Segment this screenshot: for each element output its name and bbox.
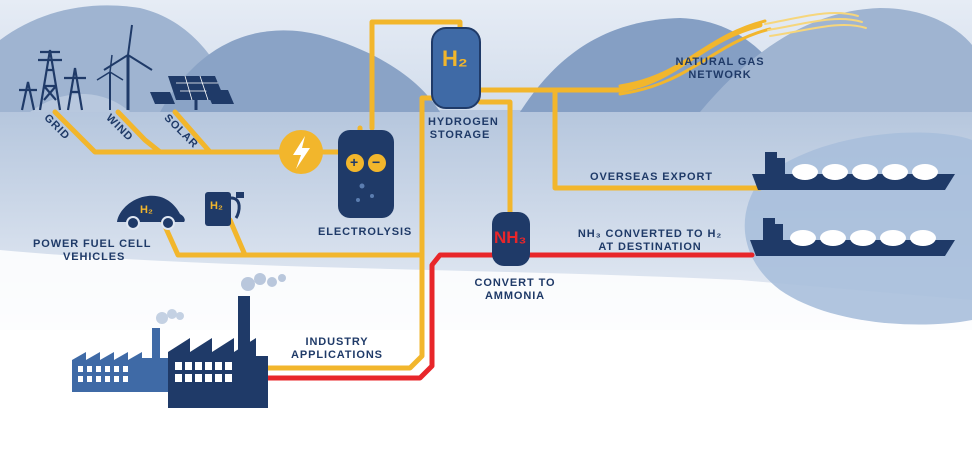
label-industry-applications: INDUSTRY APPLICATIONS	[291, 336, 383, 361]
label-hydrogen-storage: HYDROGEN STORAGE	[428, 116, 499, 141]
fuel-cell-car	[117, 195, 185, 230]
power-hub	[279, 130, 323, 174]
label-nh3-converted: NH₃ CONVERTED TO H₂ AT DESTINATION	[577, 228, 723, 253]
hydrogen-pump	[205, 192, 244, 226]
label-convert-to-ammonia: CONVERT TO AMMONIA	[474, 277, 556, 302]
h2-storage-symbol: H₂	[442, 46, 468, 71]
label-power-fuel-cell-vehicles: POWER FUEL CELL VEHICLES	[33, 238, 152, 263]
grid-towers	[19, 49, 86, 111]
hills	[0, 5, 972, 112]
electrolyzer-plus-icon: +	[350, 154, 359, 170]
ammonia-tank	[492, 212, 530, 266]
label-overseas-export: OVERSEAS EXPORT	[590, 171, 713, 183]
ammonia-pipelines	[265, 252, 755, 381]
ship-export	[752, 152, 955, 190]
label-electrolysis: ELECTROLYSIS	[318, 226, 413, 238]
wind-turbines	[96, 24, 153, 110]
label-natural-gas-network: NATURAL GAS NETWORK	[675, 56, 765, 81]
industry-factories	[72, 273, 286, 408]
electrolyzer	[338, 130, 394, 218]
pump-h2-badge: H₂	[210, 200, 223, 212]
ship-ammonia	[750, 218, 955, 256]
car-h2-badge: H₂	[140, 204, 153, 216]
hydrogen-storage-tank	[431, 27, 481, 109]
nh3-tank-symbol: NH₃	[494, 228, 527, 247]
solar-panels	[150, 75, 234, 110]
electrolyzer-minus-icon: −	[372, 154, 381, 170]
